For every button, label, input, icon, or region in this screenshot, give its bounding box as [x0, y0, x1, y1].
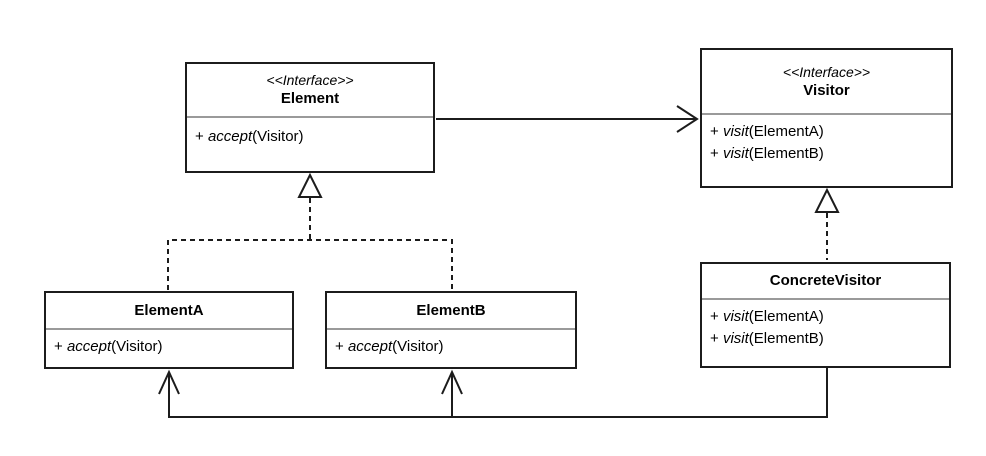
class-element-b: ElementB + accept(Visitor) — [325, 291, 577, 369]
class-element-b-methods: + accept(Visitor) — [327, 330, 575, 364]
class-element-b-header: ElementB — [327, 293, 575, 330]
method-visibility: + — [335, 338, 348, 355]
method-params: (Visitor) — [111, 338, 163, 355]
method-params: (ElementA) — [748, 308, 824, 325]
class-concrete-visitor-header: ConcreteVisitor — [702, 264, 949, 300]
realization-elements-to-element — [167, 172, 453, 290]
method-visibility: + — [54, 338, 67, 355]
class-visitor-header: <<Interface>> Visitor — [702, 50, 951, 115]
method-name: visit — [722, 145, 749, 162]
method-visibility: + — [710, 123, 723, 140]
method-params: (Visitor) — [392, 338, 444, 355]
method-params: (Visitor) — [252, 128, 304, 145]
method-visit-a: + visit(ElementA) — [710, 306, 941, 328]
method-name: accept — [66, 338, 112, 355]
method-visit-a: + visit(ElementA) — [710, 121, 943, 143]
method-params: (ElementB) — [748, 330, 824, 347]
class-visitor: <<Interface>> Visitor + visit(ElementA) … — [700, 48, 953, 188]
class-visitor-methods: + visit(ElementA) + visit(ElementB) — [702, 115, 951, 171]
class-element-a-methods: + accept(Visitor) — [46, 330, 292, 364]
class-visitor-name: Visitor — [803, 81, 850, 99]
method-name: accept — [207, 128, 253, 145]
method-visibility: + — [710, 145, 723, 162]
method-accept: + accept(Visitor) — [335, 336, 567, 358]
class-element-a-header: ElementA — [46, 293, 292, 330]
class-element-header: <<Interface>> Element — [187, 64, 433, 118]
method-visit-b: + visit(ElementB) — [710, 143, 943, 165]
class-visitor-stereotype: <<Interface>> — [782, 63, 871, 80]
method-params: (ElementA) — [748, 123, 824, 140]
class-element-methods: + accept(Visitor) — [187, 118, 433, 154]
association-element-to-visitor — [436, 105, 699, 133]
class-element-stereotype: <<Interface>> — [266, 72, 354, 88]
method-visibility: + — [710, 308, 723, 325]
method-name: visit — [722, 330, 749, 347]
class-element-name: Element — [280, 90, 340, 107]
method-name: visit — [722, 308, 749, 325]
class-element-b-name: ElementB — [416, 301, 486, 319]
class-element: <<Interface>> Element + accept(Visitor) — [185, 62, 435, 173]
method-name: visit — [722, 123, 749, 140]
method-visibility: + — [710, 330, 723, 347]
class-concrete-visitor-methods: + visit(ElementA) + visit(ElementB) — [702, 300, 949, 356]
method-visit-b: + visit(ElementB) — [710, 328, 941, 350]
method-params: (ElementB) — [748, 145, 824, 162]
class-concrete-visitor-name: ConcreteVisitor — [769, 272, 882, 289]
method-accept: + accept(Visitor) — [195, 126, 425, 148]
class-element-a: ElementA + accept(Visitor) — [44, 291, 294, 369]
method-name: accept — [347, 338, 393, 355]
method-visibility: + — [195, 128, 208, 145]
realization-concretevisitor-to-visitor — [814, 187, 840, 260]
class-concrete-visitor: ConcreteVisitor + visit(ElementA) + visi… — [700, 262, 951, 368]
class-element-a-name: ElementA — [134, 301, 204, 319]
association-concretevisitor-to-elements — [158, 368, 828, 418]
method-accept: + accept(Visitor) — [54, 336, 284, 358]
